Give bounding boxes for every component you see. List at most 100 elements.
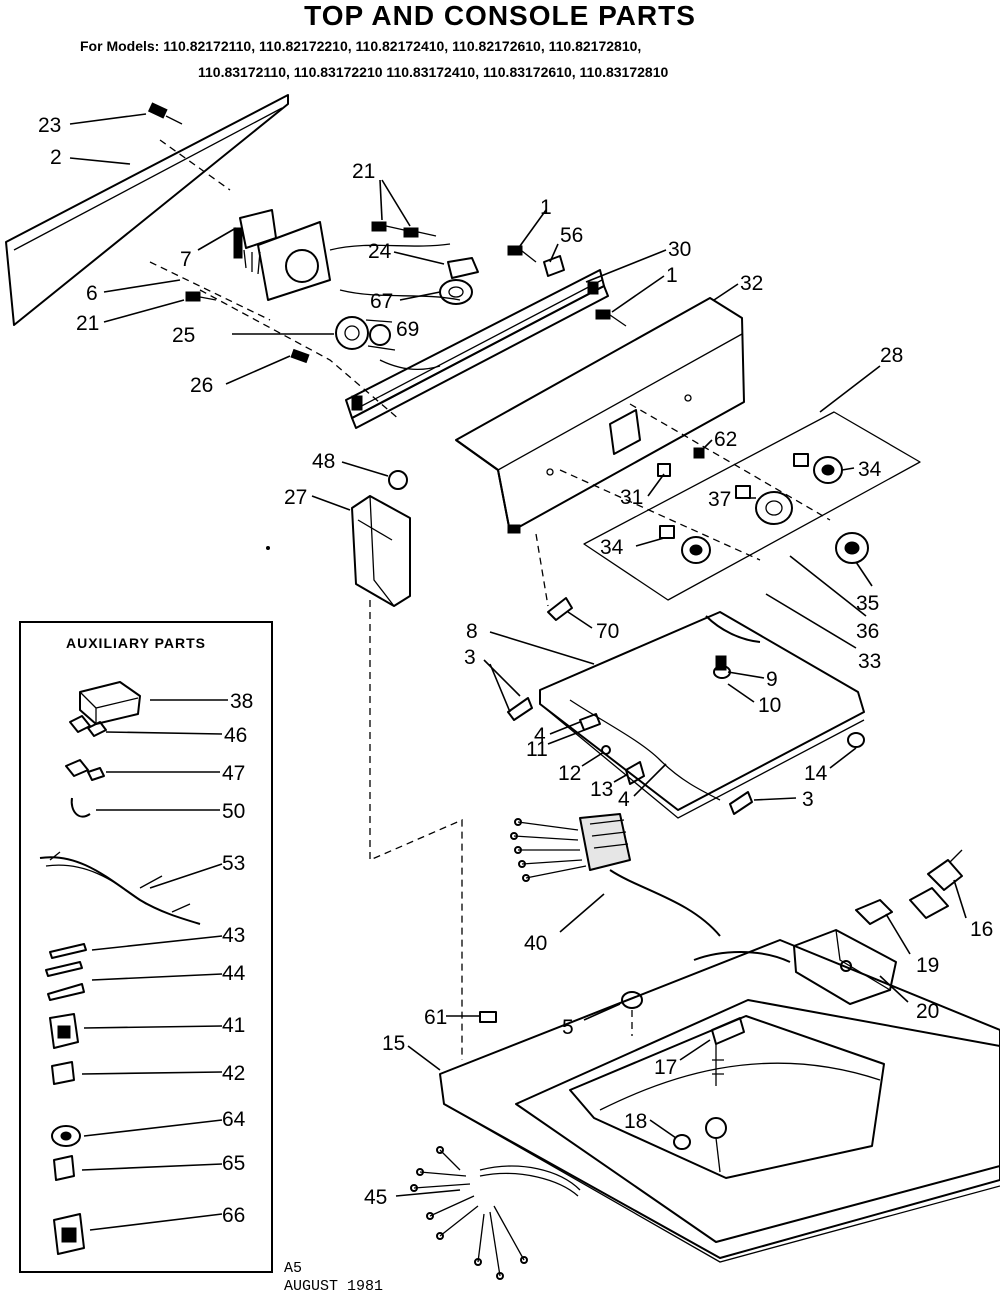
aux-label-43: 43 xyxy=(222,924,245,947)
callout-5: 5 xyxy=(562,1016,574,1039)
footer-code: A5 xyxy=(284,1260,302,1277)
aux-label-38: 38 xyxy=(230,690,253,713)
timer-assembly xyxy=(233,209,331,301)
mounting-plate-33 xyxy=(539,611,865,819)
callout-40: 40 xyxy=(524,932,547,955)
callout-61: 61 xyxy=(424,1006,447,1029)
callout-6: 6 xyxy=(86,282,98,305)
part-62 xyxy=(693,447,705,459)
part-12 xyxy=(601,745,611,755)
callout-69: 69 xyxy=(396,318,419,341)
auxiliary-parts-box: AUXILIARY PARTS 38 46 47 50 53 43 44 xyxy=(19,621,273,1273)
callout-labels: 23 2 6 21 25 26 7 21 24 67 69 1 56 30 1 … xyxy=(38,114,993,1209)
screw-21-lower xyxy=(185,291,217,302)
leader-lines xyxy=(69,113,967,1197)
part-70 xyxy=(535,533,573,621)
part-18 xyxy=(673,1117,727,1173)
callout-34-upper: 34 xyxy=(858,458,882,481)
screw-1-right xyxy=(595,309,627,327)
callout-27: 27 xyxy=(284,486,307,509)
callout-4-mid: 4 xyxy=(618,788,630,811)
console-housing-32 xyxy=(455,297,745,534)
callout-33: 33 xyxy=(858,650,881,673)
callout-16: 16 xyxy=(970,918,993,941)
aux-label-65: 65 xyxy=(222,1152,245,1175)
control-panel-28 xyxy=(559,403,921,601)
switch-19 xyxy=(855,899,893,925)
page-title: TOP AND CONSOLE PARTS xyxy=(304,0,696,31)
callout-7: 7 xyxy=(180,248,192,271)
aux-label-44: 44 xyxy=(222,962,246,985)
lid-switch-16 xyxy=(909,849,963,919)
switch-bracket-20 xyxy=(793,929,897,1005)
control-rail-30 xyxy=(345,269,609,429)
part-17 xyxy=(711,1017,745,1086)
callout-1-right: 1 xyxy=(666,264,678,287)
screw-26 xyxy=(290,348,310,364)
callout-36: 36 xyxy=(856,620,879,643)
callout-45: 45 xyxy=(364,1186,387,1209)
part-61 xyxy=(479,1011,497,1023)
part-31 xyxy=(657,463,671,477)
callout-8: 8 xyxy=(466,620,478,643)
knob-37 xyxy=(735,485,793,525)
callout-19: 19 xyxy=(916,954,939,977)
callout-56: 56 xyxy=(560,224,583,247)
aux-label-50: 50 xyxy=(222,800,245,823)
auxiliary-title: AUXILIARY PARTS xyxy=(66,635,206,651)
part-24 xyxy=(447,257,479,279)
callout-26: 26 xyxy=(190,374,213,397)
callout-31: 31 xyxy=(620,486,643,509)
wire-harness-40 xyxy=(510,813,721,937)
callout-34-lower: 34 xyxy=(600,536,624,559)
screws-21-upper xyxy=(371,221,437,238)
switch-67 xyxy=(439,279,473,305)
callout-67: 67 xyxy=(370,290,393,313)
clip-48 xyxy=(388,470,408,490)
callout-1-top: 1 xyxy=(540,196,552,219)
clip-56 xyxy=(543,255,565,277)
print-dot xyxy=(266,546,270,550)
screw-1-left xyxy=(507,245,537,263)
fan-motor-25 xyxy=(335,316,396,351)
part-3-left xyxy=(507,697,533,721)
callout-15: 15 xyxy=(382,1032,405,1055)
aux-label-46: 46 xyxy=(224,724,247,747)
knob-35 xyxy=(835,532,869,564)
callout-20: 20 xyxy=(916,1000,939,1023)
footer-date: AUGUST 1981 xyxy=(284,1278,383,1295)
callout-30: 30 xyxy=(668,238,691,261)
part-13 xyxy=(625,761,645,785)
callout-2: 2 xyxy=(50,146,62,169)
aux-label-66: 66 xyxy=(222,1204,245,1227)
part-5 xyxy=(621,991,643,1036)
callout-21-left: 21 xyxy=(76,312,99,335)
knob-34-lower xyxy=(659,525,711,564)
aux-label-53: 53 xyxy=(222,852,245,875)
callout-10: 10 xyxy=(758,694,781,717)
callout-13: 13 xyxy=(590,778,613,801)
callout-14: 14 xyxy=(804,762,828,785)
callout-4-left: 4 xyxy=(534,724,546,747)
callout-24: 24 xyxy=(368,240,392,263)
aux-label-41: 41 xyxy=(222,1014,245,1037)
wire-harness-45 xyxy=(410,1146,581,1280)
callout-48: 48 xyxy=(312,450,335,473)
callout-3-right: 3 xyxy=(802,788,814,811)
callout-23: 23 xyxy=(38,114,61,137)
part-3-right xyxy=(729,791,753,815)
console-back-panel xyxy=(5,94,289,326)
knob-34-upper xyxy=(793,453,843,484)
screw-23 xyxy=(147,102,183,125)
callout-17: 17 xyxy=(654,1056,677,1079)
washer-top-15 xyxy=(439,939,1000,1263)
models-line-1: For Models: 110.82172110, 110.82172210, … xyxy=(80,38,642,54)
callout-18: 18 xyxy=(624,1110,647,1133)
callout-3-left: 3 xyxy=(464,646,476,669)
callout-35: 35 xyxy=(856,592,879,615)
callout-25: 25 xyxy=(172,324,195,347)
callout-32: 32 xyxy=(740,272,763,295)
callout-62: 62 xyxy=(714,428,737,451)
callout-37: 37 xyxy=(708,488,731,511)
